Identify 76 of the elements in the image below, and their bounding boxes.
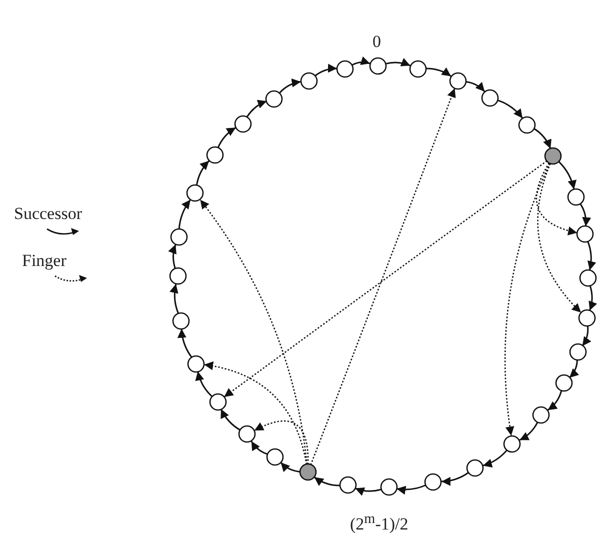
node-circle (518, 116, 536, 134)
node-circle (578, 308, 596, 327)
node-circle (566, 188, 585, 206)
successor-arrow (354, 487, 382, 496)
successor-arrow (385, 58, 410, 66)
successor-arrow (547, 390, 562, 411)
highlighted-node-circle (544, 147, 562, 166)
successor-arrow (178, 199, 191, 230)
finger-arrow (204, 362, 308, 465)
node-circle (503, 434, 522, 453)
successor-arrow (168, 244, 177, 269)
node-circle (338, 476, 357, 494)
successor-arrow (178, 328, 192, 358)
node-circle (448, 72, 467, 90)
node-circle (568, 343, 586, 362)
node-circle (576, 225, 594, 244)
node-circle (208, 392, 227, 411)
successor-arrow (196, 160, 210, 186)
finger-arrow (224, 160, 548, 398)
node-circle (336, 60, 354, 78)
successor-arrow (587, 241, 596, 270)
finger-arrow (537, 163, 582, 313)
successor-arrow (519, 422, 538, 441)
finger-arrow (200, 199, 308, 464)
successor-arrow (582, 326, 592, 346)
node-circle (266, 448, 284, 466)
node-circle (206, 146, 224, 164)
successor-arrow (217, 126, 236, 148)
successor-arrow (534, 128, 552, 149)
successor-arrow (195, 371, 212, 397)
node-circle (170, 228, 188, 246)
successor-arrow (280, 462, 300, 472)
successor-arrow (497, 100, 524, 119)
node-circle (168, 267, 187, 286)
node-circle (300, 72, 318, 90)
successor-arrow (568, 360, 579, 378)
successor-arrow (482, 449, 508, 468)
successor-arrow (250, 440, 268, 455)
node-circle (532, 406, 550, 424)
successor-arrow (352, 56, 370, 66)
successor-arrow (220, 408, 241, 431)
successor-arrow (170, 284, 179, 314)
legend-label: Finger (22, 252, 66, 271)
node-circle (466, 458, 484, 477)
node-circle (234, 114, 252, 133)
successor-arrow (441, 472, 470, 486)
highlighted-node-circle (298, 463, 317, 482)
successor-arrow (396, 484, 426, 494)
node-label: 0 (372, 32, 382, 52)
successor-arrow (558, 161, 576, 190)
node-circle (265, 90, 284, 108)
successor-arrow (279, 78, 301, 94)
node-circle (554, 374, 573, 392)
position-label: (2$^{m}$-1)/2 (350, 512, 408, 534)
node-circle (408, 60, 427, 78)
node-circle (238, 425, 256, 444)
node-circle (368, 56, 387, 75)
node-circle (186, 184, 204, 202)
finger-arrow (310, 88, 456, 466)
node-circle (187, 354, 206, 373)
legend-label: Successor (14, 205, 82, 224)
node-circle (424, 472, 442, 491)
successor-arrow (246, 100, 268, 118)
successor-arrow (314, 64, 337, 76)
node-circle (380, 478, 398, 496)
successor-arrow (588, 285, 597, 311)
node-circle (172, 312, 190, 330)
node-circle (578, 269, 597, 287)
node-circle (481, 88, 500, 107)
successor-arrow (426, 67, 452, 77)
finger-arrow (504, 163, 550, 436)
successor-arrow (580, 203, 591, 226)
finger-arrow (254, 420, 309, 464)
successor-arrow (465, 80, 486, 92)
finger-arrow (536, 162, 578, 235)
successor-arrow (314, 476, 340, 486)
